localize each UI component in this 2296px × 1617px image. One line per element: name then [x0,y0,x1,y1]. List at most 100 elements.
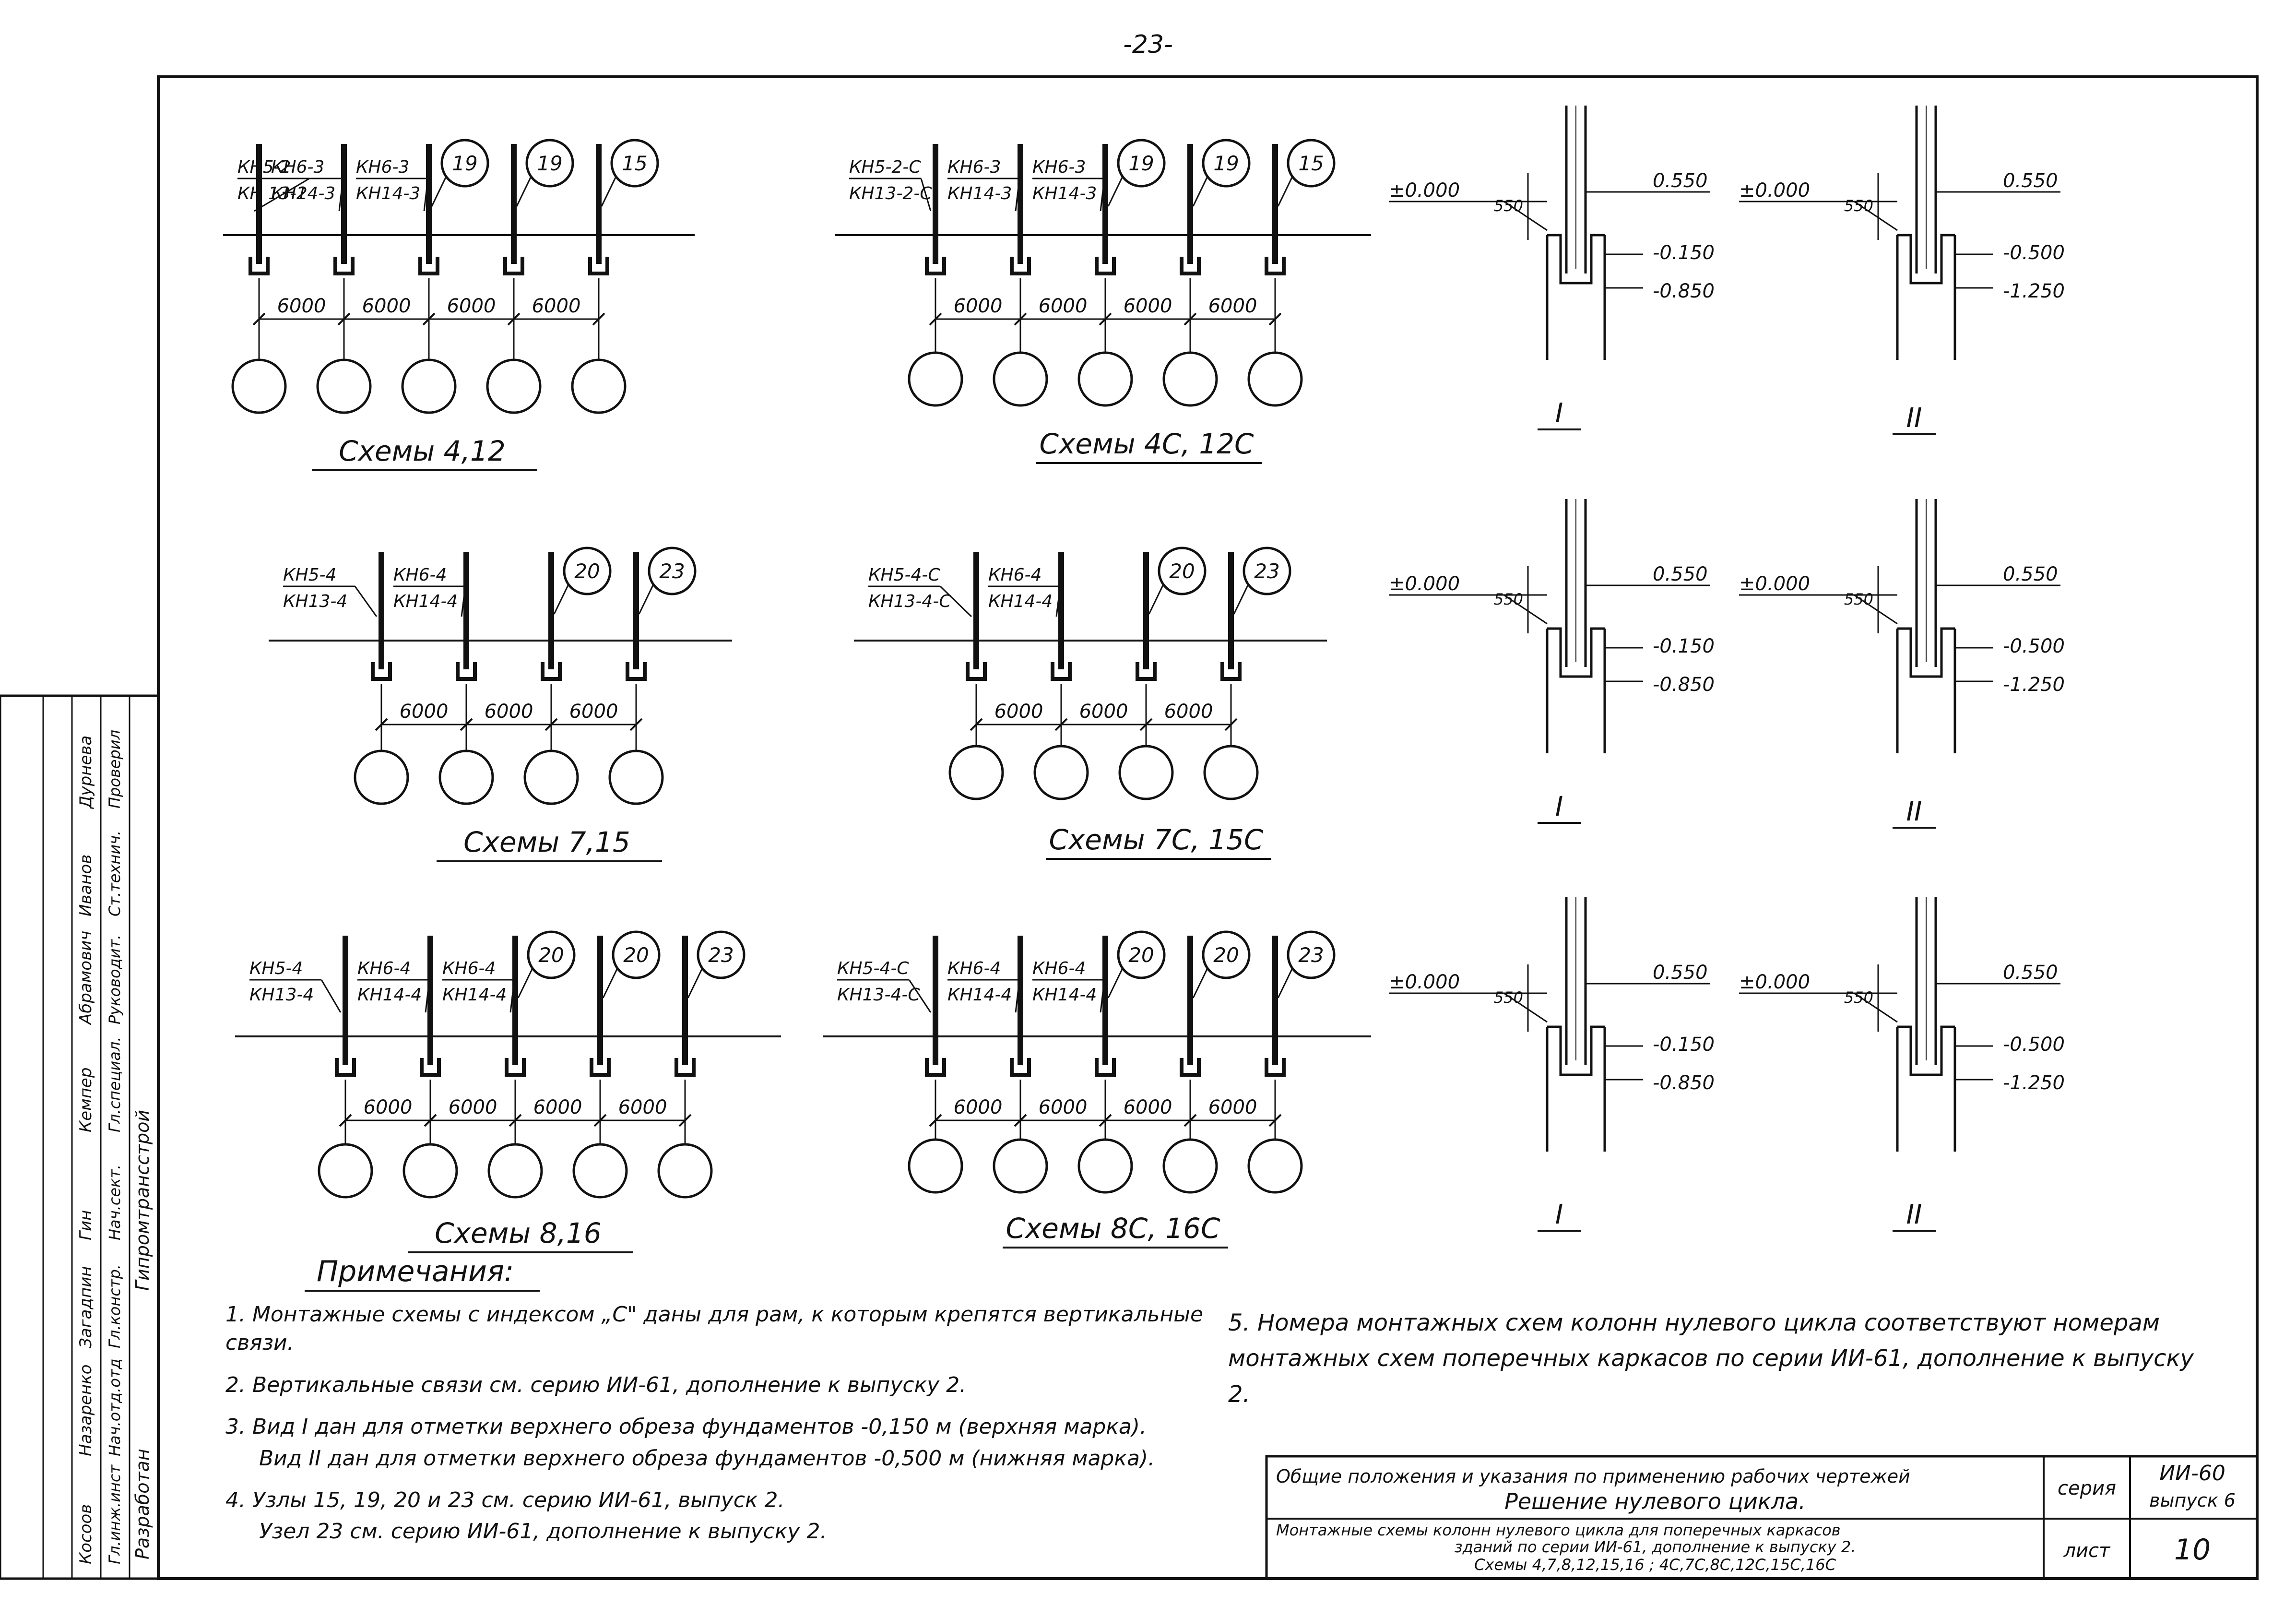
axis-circle [1077,1138,1133,1194]
column-mark-top: КН6-3 [356,157,409,177]
node-leader [1107,177,1123,207]
node-number: 20 [1213,943,1239,967]
node-leader [431,177,447,207]
node-number: 19 [1213,152,1239,175]
node-circle [440,139,489,188]
level-a: -0.150 [1653,242,1715,264]
leader-line [423,178,429,212]
note-5-block: 5. Номера монтажных схем колонн нулевого… [1228,1305,2197,1426]
span-dimension: 6000 [485,701,533,723]
dimension-tick [252,312,266,326]
dimension-tick [678,1114,692,1127]
axis-circle [1247,351,1303,407]
axis-circle [354,749,409,805]
foundation-cup [1220,662,1242,681]
column-mark-top: КН6-3 [1032,157,1086,177]
node-number: 15 [622,152,647,175]
column-mark-top: КН5-2 [237,157,291,177]
dimension-550: 550 [1494,197,1523,215]
node-circle [1158,547,1207,595]
foundation-cup [335,1058,356,1077]
span-dimension: 6000 [1079,701,1128,723]
view-mark: II [1906,796,1922,827]
node-number: 23 [1254,559,1279,583]
side-block-role: Ст.технич. [106,831,124,916]
scheme-title: Схемы 8С, 16С [1006,1212,1220,1245]
column-mark-top: КН5-2-С [849,157,921,177]
column-mark-top: КН5-4-С [868,565,940,585]
note-4b: Узел 23 см. серию ИИ-61, дополнение к вы… [259,1519,827,1544]
leader-line [509,979,515,1013]
dimension-tick [1184,1114,1197,1127]
node-leader [1233,585,1249,615]
column-mark-bottom: КН14-4 [357,985,422,1005]
scheme-title: Схемы 4,12 [339,435,506,467]
dimension-tick [1184,312,1197,326]
dimension-tick [593,1114,607,1127]
notes-block: 1. Монтажные схемы с индексом „С" даны д… [225,1300,1233,1559]
level-leader [1503,594,1548,625]
leader-line [254,178,310,212]
span-dimension: 6000 [449,1096,497,1118]
side-block-role: Руководит. [106,935,124,1024]
side-block-role: Гл.инж.инст [106,1464,124,1564]
axis-circle [1118,745,1174,800]
side-block-name: Косоов [76,1504,95,1564]
foundation-cup [1180,1058,1201,1077]
dimension-tick [424,1114,437,1127]
node-leader [1148,585,1164,615]
view-mark: I [1555,791,1563,822]
node-leader [687,969,703,999]
level-top: 0.550 [2003,962,2058,984]
span-dimension: 6000 [954,1096,1003,1118]
foundation-socket [1896,627,1956,753]
axis-circle [993,351,1048,407]
level-zero: ±0.000 [1739,971,1810,993]
column-mark-bottom: КН14-3 [1032,184,1097,203]
note-3a: 3. Вид I дан для отметки верхнего обреза… [225,1415,1147,1439]
column-mark-top: КН6-3 [947,157,1001,177]
level-zero: ±0.000 [1389,971,1460,993]
foundation-cup [675,1058,696,1077]
foundation-socket [1546,234,1606,360]
dimension-tick [1014,1114,1027,1127]
column-mark-bottom: КН13-2-С [849,184,932,203]
dimension-tick [337,312,351,326]
axis-circle [571,358,627,414]
foundation-cup [1010,1058,1031,1077]
node-leader [553,585,569,615]
foundation-cup [418,257,439,275]
side-block-role: Гл.констр. [106,1264,124,1348]
node-number: 20 [623,943,649,967]
foundation-cup [456,662,477,681]
span-dimension: 6000 [1208,295,1257,317]
node-circle [1117,930,1166,979]
foundation-cup [1265,257,1286,275]
span-dimension: 6000 [533,1096,582,1118]
foundation-cup [1095,1058,1116,1077]
foundation-cup [1136,662,1157,681]
level-top: 0.550 [2003,563,2058,585]
foundation-cup [249,257,270,275]
side-block-name: Абрамович [76,931,95,1025]
column-mark-bottom: КН14-4 [947,985,1012,1005]
span-dimension: 6000 [277,295,326,317]
notes-heading: Примечания: [317,1255,514,1288]
column-mark-bottom: КН14-3 [356,184,420,203]
node-leader [517,969,533,999]
side-block-name: Кемпер [76,1068,95,1132]
column-mark-bottom: КН14-4 [1032,985,1097,1005]
leader-line [1100,178,1105,212]
column-mark-bottom: КН14-4 [442,985,507,1005]
node-circle [1243,547,1291,595]
level-zero: ±0.000 [1389,573,1460,595]
column-mark-top: КН6-4 [442,959,496,978]
column-mark-bottom: КН14-3 [271,184,335,203]
node-number: 19 [537,152,562,175]
side-block-name: Гин [76,1210,95,1240]
axis-circle [1203,745,1259,800]
node-leader [1192,969,1208,999]
level-zero: ±0.000 [1389,179,1460,202]
axis-circle [231,358,287,414]
